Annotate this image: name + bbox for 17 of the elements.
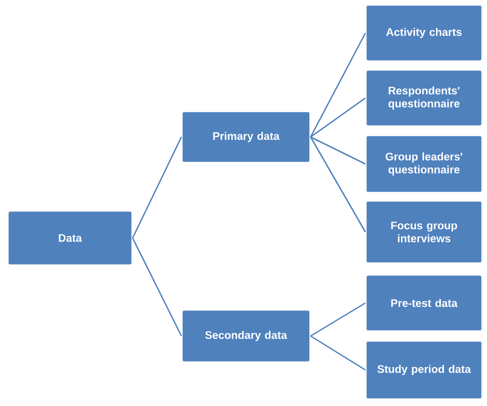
connector-line [310,136,366,232]
process-box: Data [7,210,133,266]
connector-line [310,335,366,371]
connector-line [310,302,366,337]
process-box: Activity charts [365,4,483,62]
connector-line [310,32,366,138]
process-box: Focus group interviews [365,200,483,264]
connector-line [132,238,182,336]
connector-line [310,97,366,138]
process-box: Study period data [365,340,483,400]
connector-line [132,136,182,238]
process-box: Pre-test data [365,274,483,332]
process-box: Group leaders' questionnaire [365,134,483,194]
connector-line [310,136,366,165]
process-box: Respondents' questionnaire [365,69,483,127]
process-box: Primary data [181,110,311,164]
process-box: Secondary data [181,309,311,363]
